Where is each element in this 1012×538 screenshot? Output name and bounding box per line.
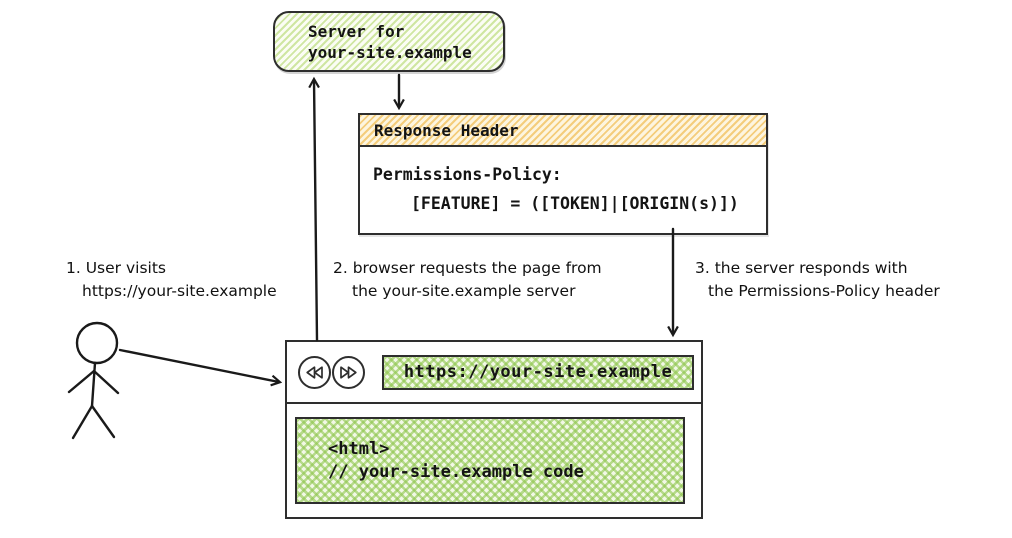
- server-box: Server for your-site.example: [273, 11, 505, 72]
- response-header-body: Permissions-Policy: [FEATURE] = ([TOKEN]…: [360, 147, 766, 233]
- server-box-line1: Server for: [308, 21, 405, 41]
- arrow-user-to-browser: [118, 348, 279, 382]
- page-code-box: <html> // your-site.example code: [295, 417, 685, 504]
- fast-forward-icon: [340, 365, 357, 379]
- permissions-policy-line: Permissions-Policy:: [373, 165, 562, 184]
- back-button: [298, 355, 331, 389]
- permissions-policy-syntax: [FEATURE] = ([TOKEN]|[ORIGIN(s)]): [411, 194, 739, 213]
- step-label-1: 1. User visits https://your-site.example: [66, 257, 277, 303]
- step-2-line2: the your-site.example server: [352, 282, 576, 300]
- step-3-line1: 3. the server responds with: [695, 259, 908, 277]
- browser-window: https://your-site.example <html> // your…: [285, 340, 703, 519]
- response-header-box: Response Header Permissions-Policy: [FEA…: [358, 113, 768, 235]
- code-line1: <html>: [328, 438, 390, 459]
- server-box-line2: your-site.example: [308, 42, 472, 62]
- response-header-title: Response Header: [360, 115, 766, 147]
- step-label-2: 2. browser requests the page from the yo…: [333, 257, 602, 303]
- step-2-line1: 2. browser requests the page from: [333, 259, 602, 277]
- stick-figure-head: [75, 321, 119, 365]
- arrow-browser-to-server: [314, 80, 317, 342]
- browser-content: <html> // your-site.example code: [287, 404, 701, 519]
- step-1-line2: https://your-site.example: [82, 282, 277, 300]
- stick-figure: [67, 321, 120, 440]
- step-1-line1: 1. User visits: [66, 259, 166, 277]
- step-3-line2: the Permissions-Policy header: [708, 282, 940, 300]
- rewind-icon: [306, 365, 323, 379]
- url-bar: https://your-site.example: [382, 354, 694, 390]
- forward-button: [332, 355, 365, 389]
- step-label-3: 3. the server responds with the Permissi…: [695, 257, 940, 303]
- browser-toolbar: https://your-site.example: [287, 342, 701, 404]
- code-line2: // your-site.example code: [328, 461, 584, 482]
